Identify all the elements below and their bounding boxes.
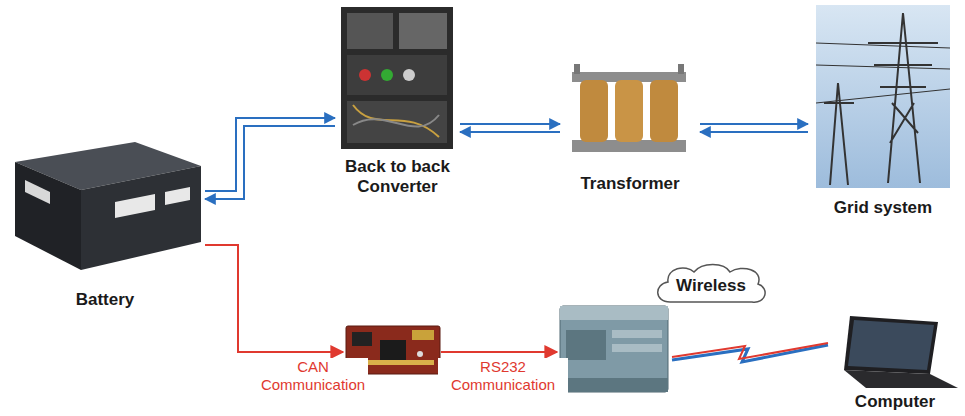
node-label: Battery [5, 290, 205, 310]
node-label: Transformer [560, 174, 700, 194]
signal-label: CAN Communication [258, 358, 368, 394]
laptop-illustration [830, 312, 960, 392]
arrow-line [205, 118, 335, 191]
transformer-node: Transformer [560, 62, 700, 197]
battery-illustration [5, 140, 205, 272]
power-flow-arrow [205, 118, 335, 199]
plc-device [560, 306, 668, 392]
node-label: Grid system [808, 198, 958, 218]
can-wire [205, 245, 343, 352]
arrow-line [460, 123, 560, 125]
transformer-illustration [560, 62, 700, 157]
converter-illustration [335, 5, 460, 151]
grid-illustration [808, 3, 958, 191]
computer-node: Computer [830, 312, 960, 414]
node-label: Back to back Converter [335, 157, 460, 197]
arrow-line [460, 131, 560, 133]
node-label: Computer [830, 392, 960, 412]
grid-node: Grid system [808, 3, 958, 225]
signal-label: RS232 Communication [438, 358, 568, 394]
power-flow-arrow [700, 124, 808, 132]
arrow-line [700, 123, 808, 125]
converter-node: Back to back Converter [335, 5, 460, 210]
wireless-cloud: Wireless [652, 262, 770, 308]
wireless-link [672, 343, 828, 362]
arrow-line [700, 131, 808, 133]
arrow-line [205, 126, 335, 199]
power-flow-arrow [460, 124, 560, 132]
node-label: Wireless [652, 276, 770, 296]
battery-node: Battery [5, 140, 205, 315]
rs232-wire [441, 352, 557, 353]
